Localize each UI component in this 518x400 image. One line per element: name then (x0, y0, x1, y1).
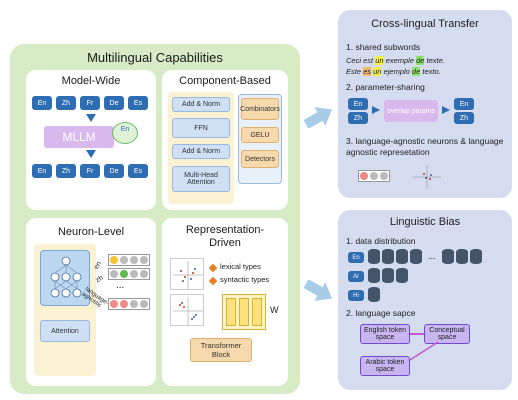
shared-word: de (416, 56, 425, 65)
word: est (363, 56, 374, 65)
word: Este (346, 67, 362, 76)
word: ejemplo (383, 67, 410, 76)
right-arrow-icon (372, 106, 380, 114)
neural-network-box (40, 250, 90, 306)
database-icon (382, 249, 394, 264)
neuron-row-en (108, 254, 150, 266)
diagonal-arrow-icon (408, 340, 440, 362)
en-badge-icon (112, 122, 138, 144)
row-lang-chip: En (348, 252, 364, 263)
shared-word: es (363, 67, 372, 76)
en-output-chip: En (454, 98, 474, 110)
mllm-box: MLLM (44, 126, 114, 148)
database-icon (396, 268, 408, 283)
scatter-plot-top (170, 258, 204, 290)
weight-matrix (222, 294, 266, 330)
row-lang-chip: Hi (348, 290, 364, 301)
neuron-row-zh (108, 268, 150, 280)
parameter-sharing-label: 2. parameter-sharing (346, 82, 425, 92)
row-lang-chip: Ar (348, 271, 364, 282)
word: texto. (422, 67, 441, 76)
database-row-en-more (442, 249, 482, 264)
scatter-plot-bottom (170, 294, 204, 326)
neuron-level-title: Neuron-Level (57, 226, 125, 238)
multilingual-title: Multilingual Capabilities (87, 50, 223, 65)
shared-word: de (411, 67, 421, 76)
en-input-chip: En (348, 98, 368, 110)
gelu-box: GELU (241, 127, 279, 143)
neuron-row-icon (358, 170, 390, 182)
arrow-to-cross-lingual-icon (303, 106, 334, 129)
multi-head-attention-box: Multi-Head Attention (172, 166, 230, 192)
syntactic-types-label: syntactic types (220, 275, 270, 284)
double-arrow-icon (410, 333, 424, 335)
lang-chip: Fr (80, 164, 100, 178)
arabic-token-space-box: Arabic token space (360, 356, 410, 376)
linguistic-bias-title: Linguistic Bias (389, 216, 461, 228)
word: texte. (426, 56, 445, 65)
ellipsis: ... (428, 251, 436, 261)
shared-subwords-label: 1. shared subwords (346, 42, 421, 52)
ffn-box: FFN (172, 118, 230, 138)
database-icon (470, 249, 482, 264)
english-token-space-box: English token space (360, 324, 410, 344)
zh-output-chip: Zh (454, 112, 474, 124)
zh-input-chip: Zh (348, 112, 368, 124)
lang-chip: Zh (56, 96, 76, 110)
lang-chip: De (104, 96, 124, 110)
word: exemple (385, 56, 415, 65)
lang-chip: Es (128, 164, 148, 178)
cross-lingual-title: Cross-lingual Transfer (371, 18, 479, 30)
lang-chip: En (32, 96, 52, 110)
database-row-en (368, 249, 422, 264)
down-arrow-icon (86, 150, 96, 158)
add-norm-top-box: Add & Norm (172, 97, 230, 112)
w-label: W (270, 305, 279, 315)
conceptual-space-box: Conceptual space (424, 324, 470, 344)
lang-chip: De (104, 164, 124, 178)
transformer-block-box: Transformer Block (190, 338, 252, 362)
en-badge-label: En (120, 126, 130, 133)
add-norm-bottom-box: Add & Norm (172, 144, 230, 159)
model-wide-top-langs: En Zh Fr De Es (32, 96, 150, 110)
overlap-params-box: overlap params (384, 100, 438, 122)
database-icon (382, 268, 394, 283)
agnostic-label: 3. language-agnostic neurons & language … (346, 136, 504, 157)
data-distribution-label: 1. data distribution (346, 236, 416, 246)
model-wide-title: Model-Wide (61, 75, 121, 87)
lang-chip: En (32, 164, 52, 178)
database-row-ar (368, 268, 408, 283)
database-row-hi (368, 287, 380, 302)
network-icon (50, 256, 82, 298)
lexical-types-label: lexical types (220, 262, 261, 271)
detectors-box: Detectors (241, 150, 279, 168)
scatter-icon (412, 164, 442, 190)
attention-box: Attention (40, 320, 90, 342)
lang-chip: Fr (80, 96, 100, 110)
french-sentence: Ceci est un exemple de texte. (346, 56, 445, 65)
combinators-box: Combinators (240, 98, 280, 120)
shared-word: un (375, 56, 384, 65)
lang-chip: Es (128, 96, 148, 110)
component-based-title: Component-Based (179, 75, 271, 87)
database-icon (368, 249, 380, 264)
word: Ceci (346, 56, 362, 65)
right-arrow-icon (442, 106, 450, 114)
database-icon (368, 287, 380, 302)
down-arrow-icon (86, 114, 96, 122)
database-icon (396, 249, 408, 264)
shared-word: un (373, 67, 382, 76)
lang-chip: Zh (56, 164, 76, 178)
database-icon (368, 268, 380, 283)
spanish-sentence: Este es un ejemplo de texto. (346, 67, 441, 76)
representation-title: Representation-Driven (185, 224, 265, 249)
model-wide-bottom-langs: En Zh Fr De Es (32, 164, 150, 178)
database-icon (410, 249, 422, 264)
neuron-ellipsis: ... (116, 280, 125, 291)
database-icon (442, 249, 454, 264)
neuron-row-agnostic (108, 298, 150, 310)
database-icon (456, 249, 468, 264)
language-space-label: 2. language sapce (346, 308, 416, 318)
arrow-to-linguistic-bias-icon (303, 279, 334, 302)
